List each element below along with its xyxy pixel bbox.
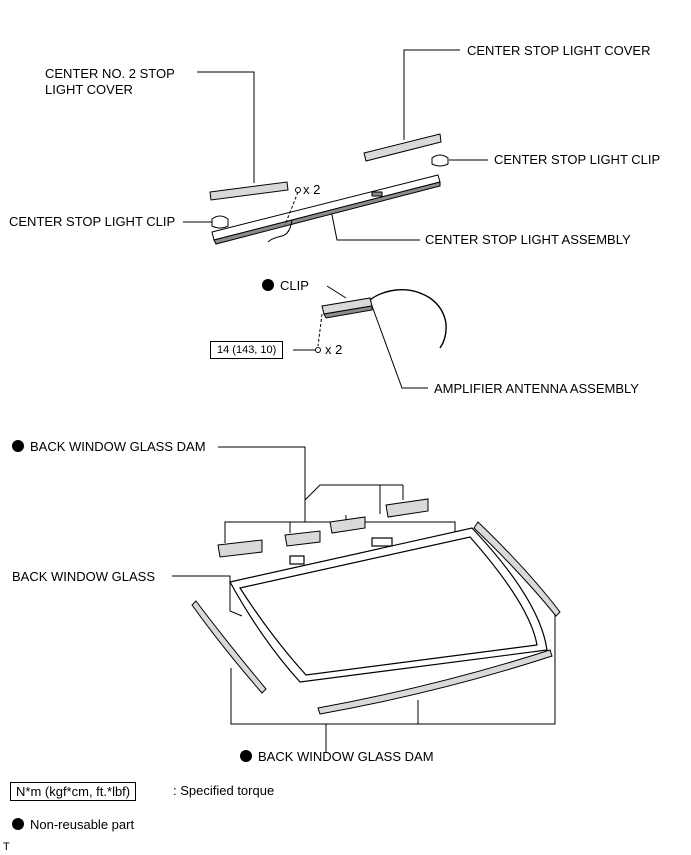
leader-light-assembly: [330, 209, 420, 241]
non-reusable-dot-icon: [240, 750, 252, 762]
label-dam-top-text: BACK WINDOW GLASS DAM: [30, 439, 206, 454]
leader-dam-top: [218, 446, 306, 500]
legend-non-reusable-text: Non-reusable part: [30, 817, 135, 832]
non-reusable-dot-icon: [12, 818, 24, 830]
stop-light-cover-part: [363, 133, 442, 162]
torque-value-box: 14 (143, 10): [210, 341, 284, 359]
legend-torque-description: : Specified torque: [173, 783, 275, 798]
label-back-window-glass-dam-top: BACK WINDOW GLASS DAM: [12, 439, 206, 455]
leader-clip: [326, 285, 347, 299]
dam-side-right: [473, 521, 561, 617]
label-center-stop-light-assembly: CENTER STOP LIGHT ASSEMBLY: [425, 232, 631, 247]
leader-no2-cover: [197, 71, 255, 183]
dam-pieces-top: [217, 498, 429, 558]
label-back-window-glass: BACK WINDOW GLASS: [12, 569, 156, 584]
dam-bottom-bracket: [230, 614, 556, 725]
screw-antenna: [315, 347, 321, 353]
label-center-stop-light-cover: CENTER STOP LIGHT COVER: [467, 43, 651, 58]
label-center-stop-light-clip-right: CENTER STOP LIGHT CLIP: [494, 152, 661, 167]
legend-non-reusable: Non-reusable part: [12, 817, 134, 833]
leader-glass: [172, 575, 243, 617]
label-center-no2-stop-light-cover: CENTER NO. 2 STOP LIGHT COVER: [45, 66, 175, 97]
no2-cover-part: [209, 181, 289, 201]
light-wire: [267, 219, 293, 243]
leader-stop-light-cover: [403, 49, 460, 140]
label-clip: CLIP: [262, 278, 309, 294]
label-clip-text: CLIP: [280, 278, 309, 293]
back-window-glass-part: [229, 527, 548, 683]
stop-light-assembly-part: [211, 174, 441, 245]
quantity-screws-antenna: x 2: [325, 342, 343, 357]
screw-light: [295, 187, 301, 193]
corner-mark: T: [3, 841, 10, 853]
antenna-part: [321, 297, 373, 319]
label-center-stop-light-clip-left: CENTER STOP LIGHT CLIP: [9, 214, 176, 229]
dam-bottom: [317, 649, 553, 715]
leader-antenna: [371, 305, 428, 389]
label-dam-bottom-text: BACK WINDOW GLASS DAM: [258, 749, 434, 764]
clip-left-part: [211, 215, 229, 229]
label-back-window-glass-dam-bottom: BACK WINDOW GLASS DAM: [240, 749, 434, 765]
legend-torque-units: N*m (kgf*cm, ft.*lbf): [10, 782, 137, 801]
clip-right-part: [431, 154, 449, 167]
label-amplifier-antenna-assembly: AMPLIFIER ANTENNA ASSEMBLY: [434, 381, 639, 396]
non-reusable-dot-icon: [262, 279, 274, 291]
quantity-screws-light: x 2: [303, 182, 321, 197]
antenna-cable: [369, 288, 447, 349]
non-reusable-dot-icon: [12, 440, 24, 452]
dam-side-left: [191, 600, 267, 694]
